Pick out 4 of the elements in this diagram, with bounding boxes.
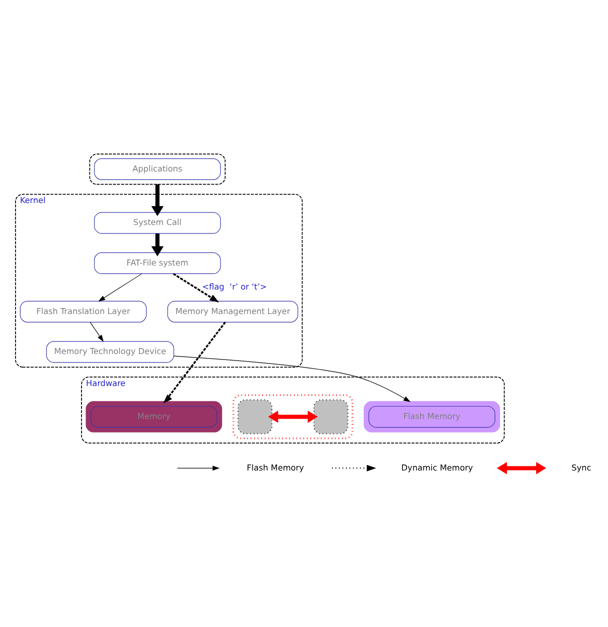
edge-label: <flag ‘r’ or ‘t’> <box>202 281 267 292</box>
legend-label: Flash Memory <box>246 462 304 472</box>
legend-label: Dynamic Memory <box>401 462 473 472</box>
legend-label: Sync <box>572 462 592 472</box>
